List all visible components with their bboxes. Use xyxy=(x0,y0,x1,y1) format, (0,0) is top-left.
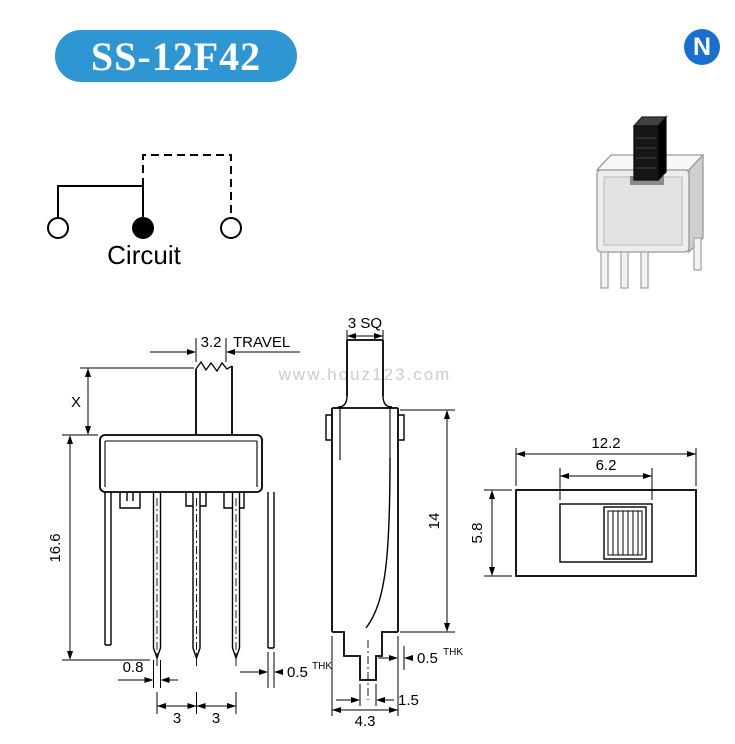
dim-pitch-left: 3 xyxy=(173,710,181,727)
lug-left xyxy=(119,492,141,509)
top-knob-hatch xyxy=(612,511,639,555)
side-view-outline xyxy=(325,339,405,700)
top-view-outline xyxy=(515,489,697,577)
body-height-extension xyxy=(400,409,455,633)
lug-right xyxy=(223,492,245,509)
inner-wall-lines xyxy=(339,408,391,460)
support-peg-left xyxy=(104,492,112,646)
x-extension-lines xyxy=(62,367,194,436)
dim-knob-size: 3 SQ xyxy=(348,315,382,332)
top-view-dimensions: 12.2 6.2 5.8 xyxy=(469,435,697,577)
brand-logo-icon: N xyxy=(684,29,720,65)
photo-pin-2 xyxy=(620,251,629,289)
terminal-open-left xyxy=(47,217,69,239)
knob-extension-lines xyxy=(346,330,384,344)
knob-outline xyxy=(346,339,384,396)
switch-body xyxy=(99,434,263,493)
pitch-extension-lines xyxy=(156,692,237,714)
photo-body-recess xyxy=(603,176,683,246)
height-dim-line xyxy=(62,438,150,661)
side-view-dimensions: 3 SQ 14 0.5 THK 1.5 4.3 xyxy=(331,315,463,730)
schematic-solid-link xyxy=(57,185,144,218)
photo-knob-ridges xyxy=(636,137,656,169)
part-number-text: SS-12F42 xyxy=(90,33,262,79)
support-peg-right xyxy=(267,492,275,649)
dim-top-body-width: 12.2 xyxy=(591,435,620,452)
dim-shaft-height: X xyxy=(71,394,81,411)
dim-top-body-depth: 5.8 xyxy=(469,523,486,544)
dim-terminal-thickness-unit: THK xyxy=(443,647,463,658)
dim-terminal-width: 0.8 xyxy=(123,659,144,676)
photo-pin-1 xyxy=(600,251,609,289)
part-number-badge: SS-12F42 xyxy=(55,30,297,82)
dim-terminal-thickness: 0.5 xyxy=(417,650,438,667)
front-view-dimensions: 3.2 TRAVEL X 16.6 0.8 3 xyxy=(47,334,332,727)
terminal-thk-extension xyxy=(397,646,405,670)
dim-side-terminal-width: 1.5 xyxy=(398,692,419,709)
terminal-common-filled xyxy=(132,217,154,239)
top-frame-opening xyxy=(559,503,653,563)
photo-pin-3 xyxy=(640,251,649,289)
dim-body-depth: 4.3 xyxy=(355,713,376,730)
dim-bracket-thickness-unit: THK xyxy=(312,661,332,672)
watermark-text: www.houz123.com xyxy=(278,365,452,384)
bent-terminal-curve xyxy=(365,457,391,629)
shaft-break-line xyxy=(195,360,233,373)
dim-top-frame-width: 6.2 xyxy=(596,457,617,474)
top-knob-inner xyxy=(607,510,643,556)
photo-knob-side xyxy=(657,115,667,182)
bottom-profile xyxy=(332,631,398,681)
dim-travel-value: 3.2 xyxy=(201,334,222,351)
peg-thk-extension xyxy=(267,652,275,688)
lug-center xyxy=(185,492,207,507)
top-knob-outline xyxy=(603,506,647,560)
photo-knob-front xyxy=(633,125,659,181)
travel-extension-lines xyxy=(195,338,227,362)
pin-width-extension xyxy=(153,660,161,688)
circuit-label: Circuit xyxy=(107,240,181,270)
circuit-schematic xyxy=(47,154,242,239)
pin-centerlines xyxy=(156,498,237,668)
schematic-dashed-link xyxy=(142,154,232,217)
product-photo xyxy=(595,115,705,289)
bracket-tabs xyxy=(325,414,405,441)
terminal-open-right xyxy=(220,217,242,239)
knob-flare xyxy=(337,395,393,408)
depth-extension-lines xyxy=(331,636,399,716)
dim-body-height: 14 xyxy=(426,513,443,530)
photo-pin-4 xyxy=(693,237,702,271)
dim-pitch-right: 3 xyxy=(212,710,220,727)
dim-travel-label: TRAVEL xyxy=(233,334,290,351)
body-sides xyxy=(331,408,399,632)
front-view-outline xyxy=(99,360,275,668)
body-inner-frame xyxy=(104,440,258,487)
side-pin-extension xyxy=(359,684,377,706)
dim-bracket-thickness: 0.5 xyxy=(287,664,308,681)
top-frame-extension xyxy=(559,468,653,500)
shaft-sides xyxy=(195,366,233,435)
top-body-outline xyxy=(515,489,697,577)
top-depth-extension xyxy=(484,489,512,577)
brand-logo-letter: N xyxy=(692,32,712,61)
dim-overall-height: 16.6 xyxy=(47,533,64,562)
